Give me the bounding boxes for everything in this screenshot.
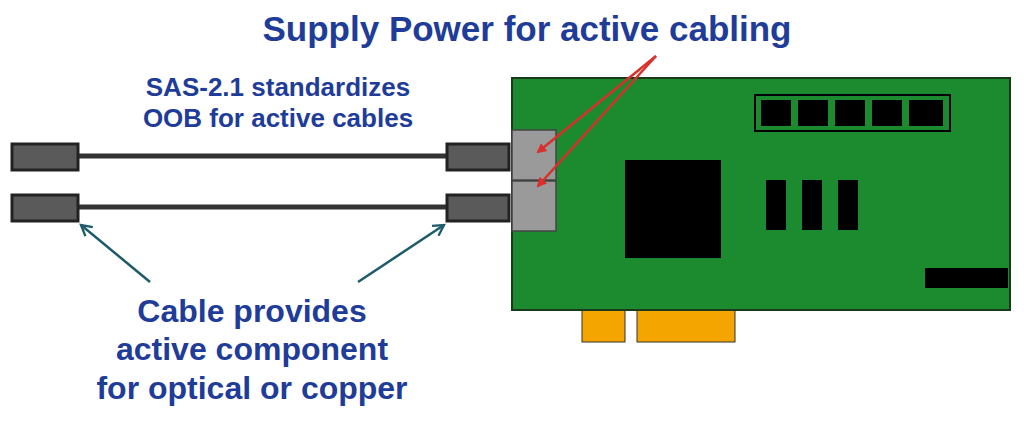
chip [766,180,786,230]
chip [909,100,943,126]
chip [625,160,721,258]
cable [78,205,447,210]
chip-row-frame [755,95,950,131]
cable-plug [447,195,509,221]
leader-arrow [81,225,150,282]
cable [78,154,447,159]
cable-plug [447,144,509,170]
chip [798,100,828,126]
chip [802,180,822,230]
callout-label: Cable provides active component for opti… [92,292,412,407]
chip [835,100,865,126]
chip [761,100,791,126]
cable-plug [12,144,78,170]
chip [838,180,858,230]
callout-title: Supply Power for active cabling [180,8,874,50]
leader-arrow [538,56,656,186]
callout-label: SAS-2.1 standardizes OOB for active cabl… [133,72,423,134]
leader-arrow [358,225,444,282]
gold-finger [582,306,625,342]
card-connector [512,181,556,231]
header [925,268,1008,288]
leader-arrow [538,56,656,152]
chip [872,100,902,126]
cable-plug [12,195,78,221]
gold-finger [637,306,735,342]
